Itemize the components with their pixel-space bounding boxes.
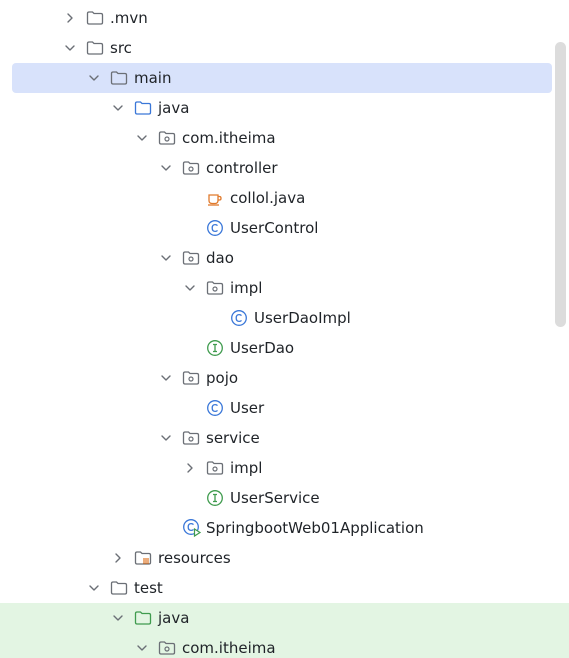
chevron-down-icon[interactable] — [88, 582, 100, 594]
tree-node-label: resources — [158, 549, 231, 567]
chevron-down-icon[interactable] — [136, 132, 148, 144]
tree-node[interactable]: com.itheima — [0, 633, 569, 658]
tree-node-label: dao — [206, 249, 234, 267]
chevron-down-icon[interactable] — [160, 372, 172, 384]
tree-node-label: test — [134, 579, 163, 597]
chevron-down-icon[interactable] — [184, 282, 196, 294]
chevron-down-icon[interactable] — [136, 642, 148, 654]
vertical-scrollbar[interactable] — [555, 42, 566, 327]
tree-node-label: impl — [230, 459, 263, 477]
chevron-down-icon[interactable] — [160, 162, 172, 174]
tree-node[interactable]: dao — [0, 243, 552, 273]
tree-node[interactable]: SpringbootWeb01Application — [0, 513, 552, 543]
chevron-right-icon[interactable] — [184, 462, 196, 474]
tree-node[interactable]: pojo — [0, 363, 552, 393]
package-icon — [182, 249, 200, 267]
class-icon — [206, 399, 224, 417]
tree-node-label: UserControl — [230, 219, 319, 237]
tree-node[interactable]: com.itheima — [0, 123, 552, 153]
test-folder-icon — [134, 609, 152, 627]
tree-node-label: collol.java — [230, 189, 306, 207]
tree-node[interactable]: UserDaoImpl — [0, 303, 552, 333]
folder-icon — [86, 9, 104, 27]
tree-node[interactable]: impl — [0, 273, 552, 303]
chevron-right-icon[interactable] — [64, 12, 76, 24]
folder-icon — [86, 39, 104, 57]
tree-node-label: pojo — [206, 369, 239, 387]
tree-node[interactable]: User — [0, 393, 552, 423]
tree-node[interactable]: src — [0, 33, 552, 63]
chevron-down-icon[interactable] — [160, 252, 172, 264]
tree-node-label: java — [158, 99, 190, 117]
tree-node[interactable]: resources — [0, 543, 552, 573]
source-folder-icon — [134, 99, 152, 117]
tree-node[interactable]: impl — [0, 453, 552, 483]
interface-icon — [206, 339, 224, 357]
tree-node[interactable]: controller — [0, 153, 552, 183]
chevron-down-icon[interactable] — [112, 612, 124, 624]
tree-node-label: com.itheima — [182, 639, 276, 657]
chevron-down-icon[interactable] — [88, 72, 100, 84]
chevron-down-icon[interactable] — [64, 42, 76, 54]
class-icon — [230, 309, 248, 327]
tree-node-label: service — [206, 429, 260, 447]
tree-node-label: UserService — [230, 489, 320, 507]
java-file-icon — [206, 189, 224, 207]
folder-icon — [110, 579, 128, 597]
tree-node[interactable]: java — [0, 603, 569, 633]
tree-node[interactable]: UserService — [0, 483, 552, 513]
tree-node[interactable]: collol.java — [0, 183, 552, 213]
package-icon — [206, 279, 224, 297]
tree-node[interactable]: service — [0, 423, 552, 453]
tree-node[interactable]: main — [12, 63, 552, 93]
spring-app-icon — [182, 519, 202, 538]
package-icon — [206, 459, 224, 477]
chevron-down-icon[interactable] — [160, 432, 172, 444]
class-icon — [206, 219, 224, 237]
package-icon — [182, 159, 200, 177]
chevron-down-icon[interactable] — [112, 102, 124, 114]
tree-node[interactable]: java — [0, 93, 552, 123]
tree-node-label: UserDao — [230, 339, 295, 357]
tree-node-label: impl — [230, 279, 263, 297]
package-icon — [158, 639, 176, 657]
tree-node[interactable]: UserDao — [0, 333, 552, 363]
folder-icon — [110, 69, 128, 87]
tree-node-label: controller — [206, 159, 278, 177]
tree-node-label: User — [230, 399, 265, 417]
tree-node[interactable]: .mvn — [0, 3, 552, 33]
package-icon — [158, 129, 176, 147]
package-icon — [182, 429, 200, 447]
chevron-right-icon[interactable] — [112, 552, 124, 564]
tree-node[interactable]: UserControl — [0, 213, 552, 243]
tree-node-label: com.itheima — [182, 129, 276, 147]
package-icon — [182, 369, 200, 387]
tree-node[interactable]: test — [0, 573, 552, 603]
resources-folder-icon — [134, 549, 152, 567]
interface-icon — [206, 489, 224, 507]
tree-node-label: SpringbootWeb01Application — [206, 519, 424, 537]
tree-node-label: UserDaoImpl — [254, 309, 351, 327]
tree-node-label: .mvn — [110, 9, 148, 27]
tree-node-label: main — [134, 69, 172, 87]
tree-node-label: java — [158, 609, 190, 627]
tree-node-label: src — [110, 39, 132, 57]
